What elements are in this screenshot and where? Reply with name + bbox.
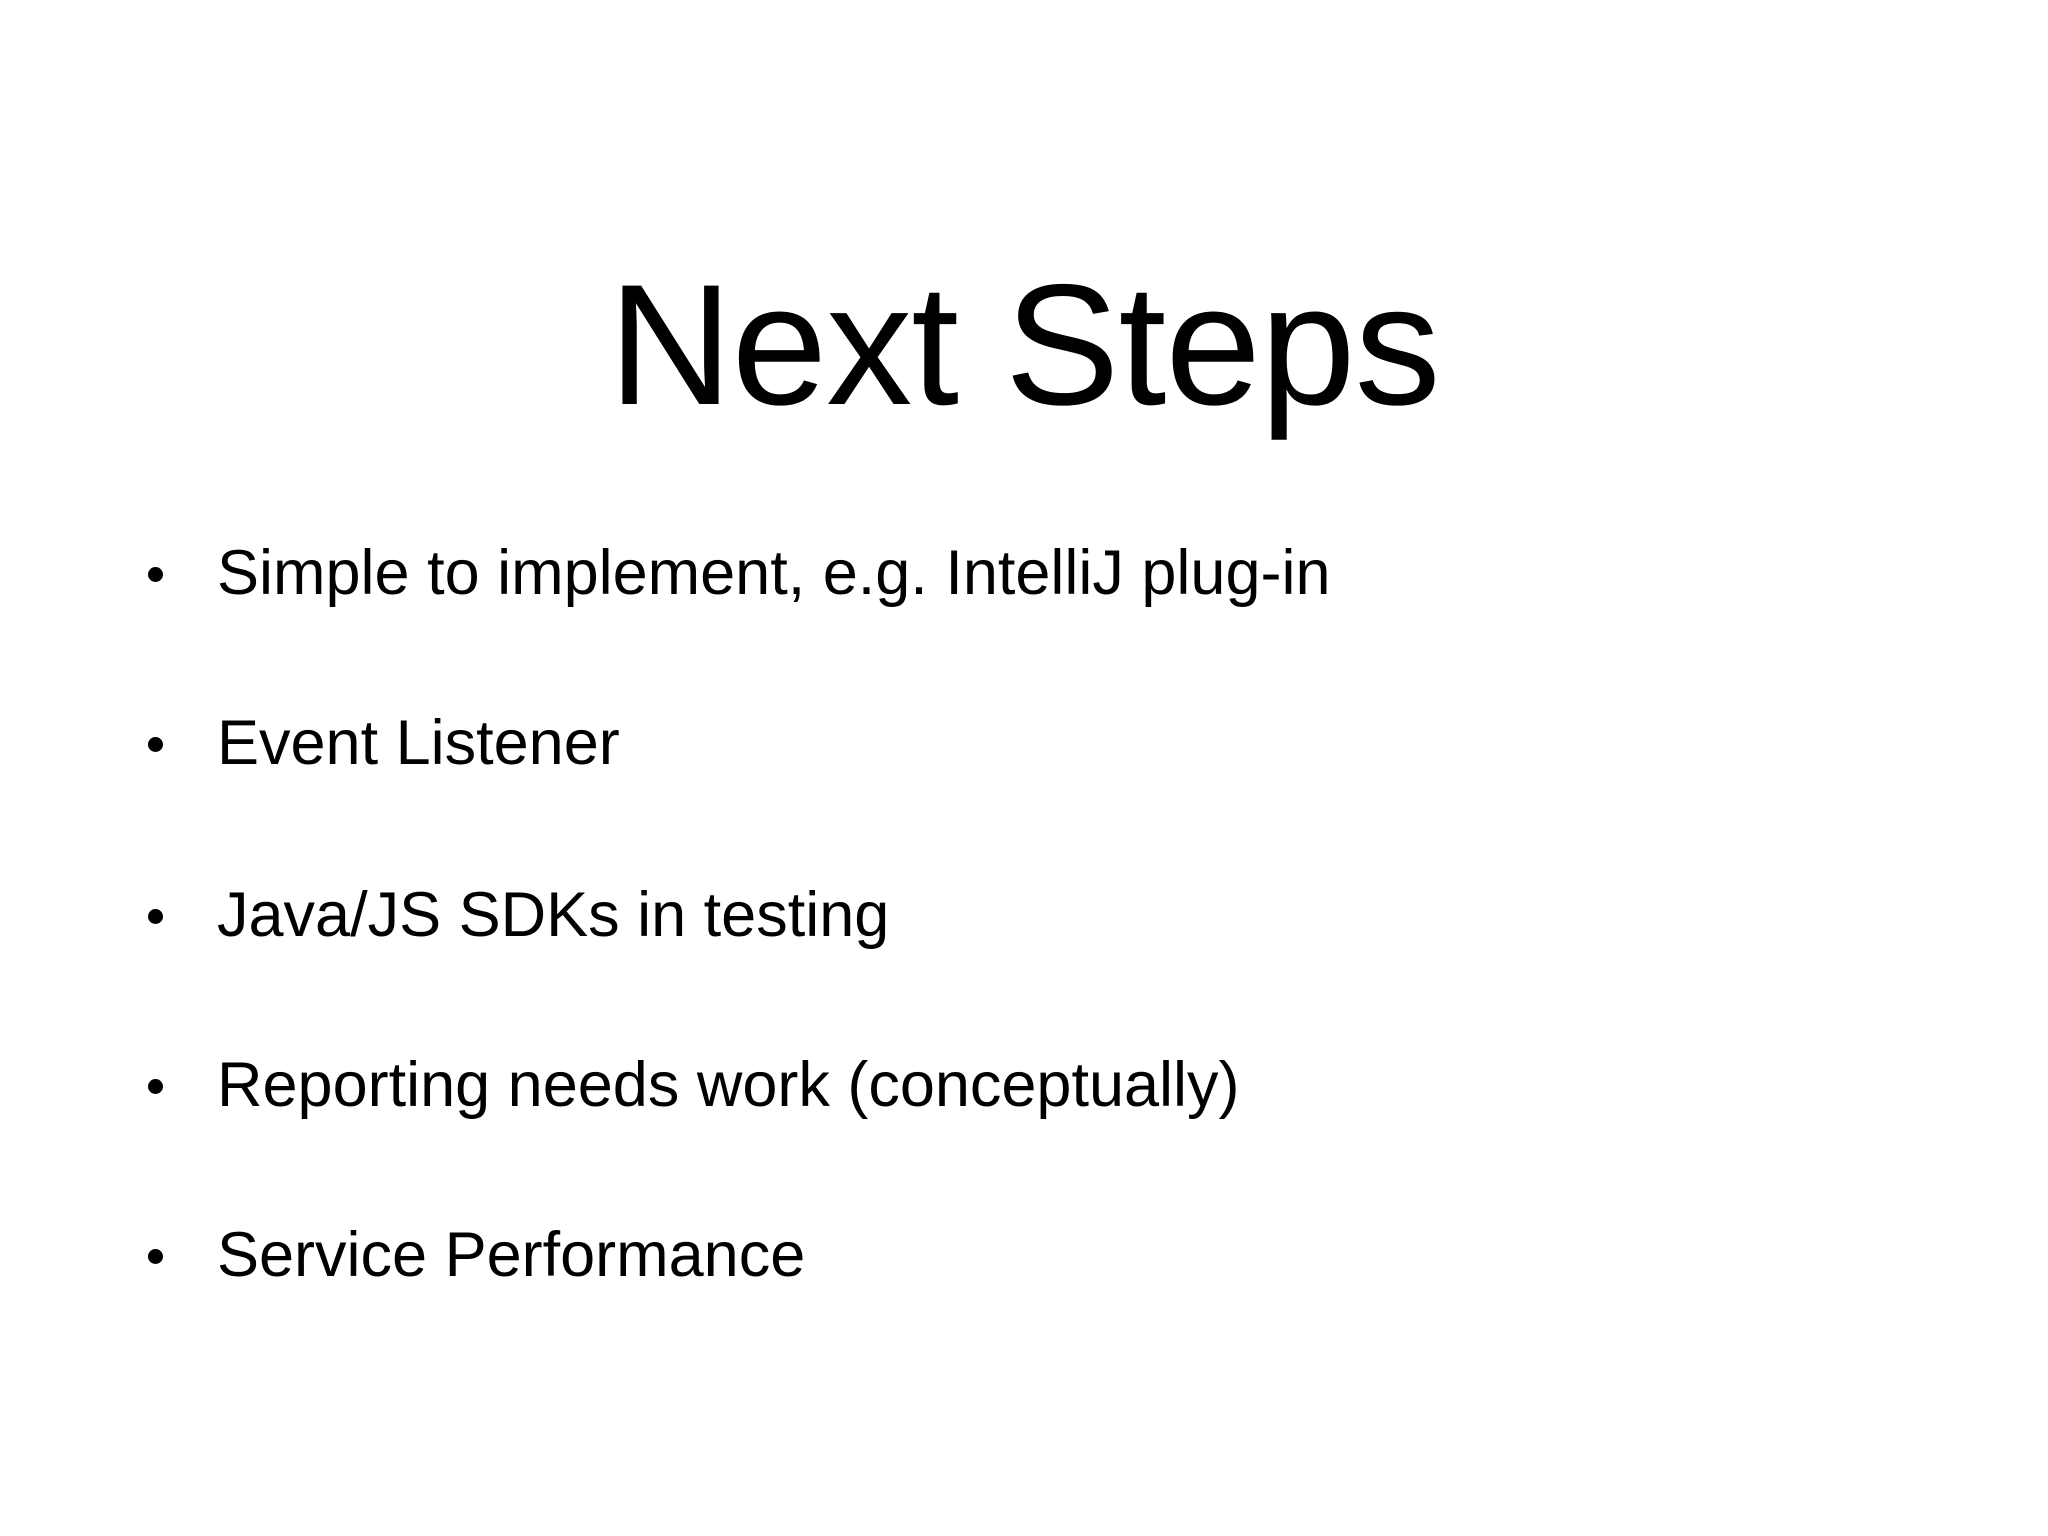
bullet-dot-icon — [148, 1248, 163, 1264]
list-item-label: Simple to implement, e.g. IntelliJ plug-… — [217, 537, 1331, 608]
list-item: Simple to implement, e.g. IntelliJ plug-… — [148, 533, 1948, 613]
list-item-label: Java/JS SDKs in testing — [217, 879, 890, 950]
list-item-label: Service Performance — [217, 1219, 806, 1290]
list-item: Event Listener — [148, 703, 1948, 783]
list-item: Java/JS SDKs in testing — [148, 875, 1948, 955]
list-item: Reporting needs work (conceptually) — [148, 1045, 1948, 1125]
bullet-dot-icon — [148, 1078, 163, 1094]
bullet-dot-icon — [148, 566, 163, 582]
list-item: Service Performance — [148, 1215, 1948, 1295]
bullet-dot-icon — [148, 736, 163, 752]
list-item-label: Reporting needs work (conceptually) — [217, 1049, 1240, 1120]
list-item-label: Event Listener — [217, 707, 620, 778]
page-title: Next Steps — [608, 249, 1440, 442]
bullet-dot-icon — [148, 908, 163, 924]
